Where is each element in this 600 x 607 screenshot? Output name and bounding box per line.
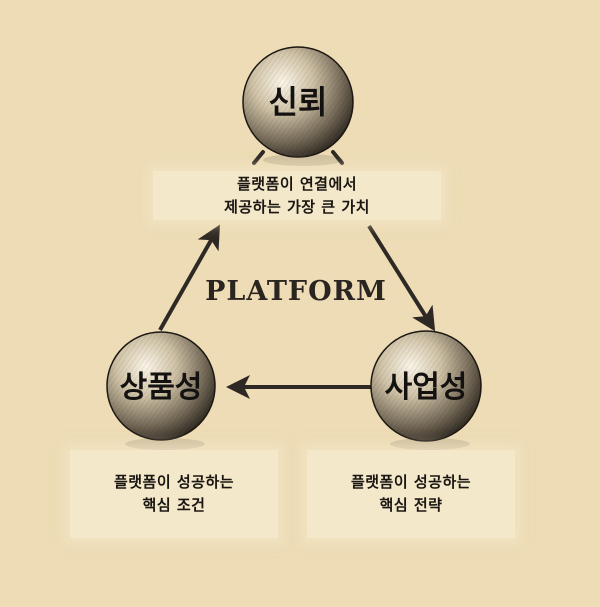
connector-trust-right xyxy=(331,150,344,165)
center-title: PLATFORM xyxy=(205,276,387,307)
caption-product-line-2: 핵심 조건 xyxy=(142,496,206,514)
arrow-trust-to-business xyxy=(367,224,436,332)
caption-product-line-1: 플랫폼이 성공하는 xyxy=(113,473,235,491)
caption-business-line-2: 핵심 전략 xyxy=(379,496,443,514)
connector-trust-left xyxy=(252,150,265,165)
caption-trust-line-1: 플랫폼이 연결에서 xyxy=(236,174,358,193)
node-label-product: 상품성 xyxy=(120,370,203,405)
node-label-trust: 신뢰 xyxy=(269,83,328,121)
node-business: 사업성 xyxy=(370,330,482,450)
node-trust: 신뢰 xyxy=(242,46,354,166)
caption-business: 플랫폼이 성공하는 핵심 전략 xyxy=(307,450,515,538)
caption-trust-line-2: 제공하는 가장 큰 가치 xyxy=(224,197,370,216)
caption-product: 플랫폼이 성공하는 핵심 조건 xyxy=(70,450,278,538)
arrow-product-to-trust xyxy=(158,224,220,331)
caption-business-line-1: 플랫폼이 성공하는 xyxy=(350,473,472,491)
node-product: 상품성 xyxy=(106,331,216,450)
caption-trust: 플랫폼이 연결에서 제공하는 가장 큰 가치 xyxy=(153,171,441,220)
node-label-business: 사업성 xyxy=(385,370,468,405)
